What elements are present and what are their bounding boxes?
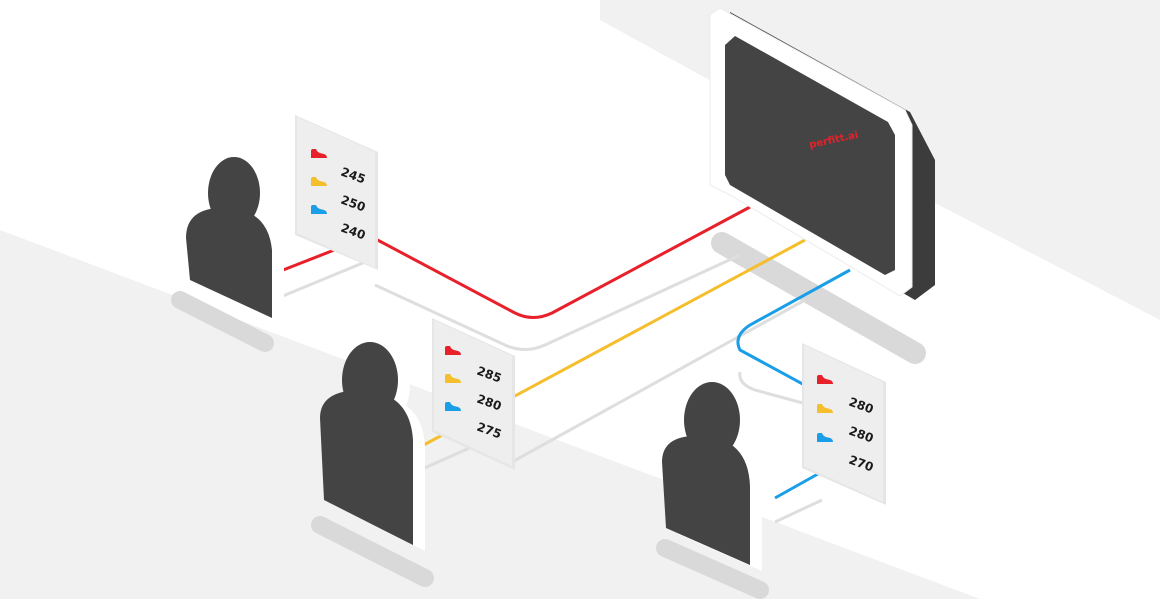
person-body [320, 390, 413, 545]
display-screen: perfitt.ai [709, 7, 935, 300]
blue-connector-short [774, 468, 826, 500]
gray-connectors [277, 253, 823, 524]
person-1: 245 250 240 [186, 115, 378, 324]
ground-shadows [171, 232, 926, 599]
person-2: 285 280 275 [320, 318, 515, 551]
red-connector [277, 205, 751, 319]
person-body [662, 435, 750, 565]
size-card [804, 345, 883, 502]
person-head [208, 157, 260, 229]
size-card [297, 117, 375, 268]
person-head [342, 342, 398, 418]
blue-connector [736, 268, 851, 390]
person-body [186, 207, 272, 318]
person-head [684, 382, 740, 458]
size-card [434, 320, 512, 466]
person-3: 280 280 270 [662, 343, 886, 571]
